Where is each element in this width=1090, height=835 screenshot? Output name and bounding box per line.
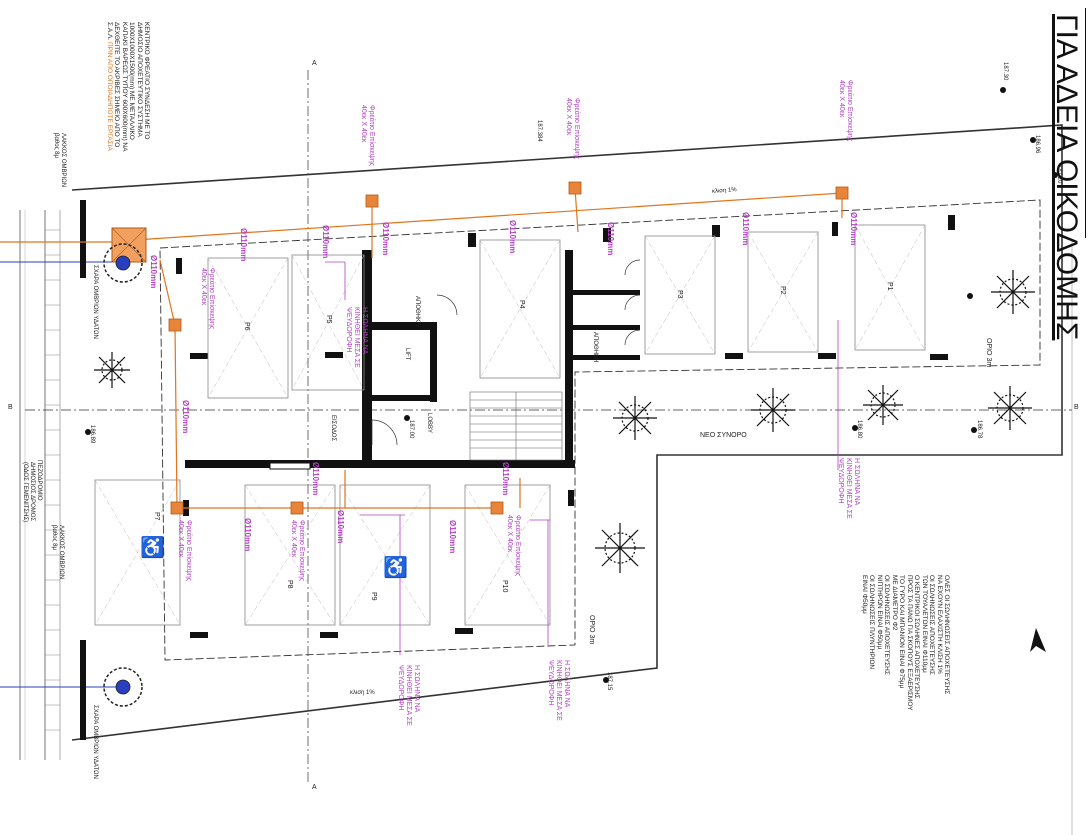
parking-label-p8: P8 <box>286 580 293 589</box>
pipe-size-label: Ø110mm <box>336 510 345 544</box>
pipe-size-label: Ø110mm <box>321 225 330 259</box>
pipe-size-label: Ø110mm <box>606 222 615 256</box>
section-label-b: B <box>8 404 13 411</box>
pipe-size-label: Ø110mm <box>501 462 510 496</box>
wheelchair-icon: ♿ <box>383 557 408 579</box>
drawing-title: ΓΙΑ ΑΔΕΙΑ ΟΙΚΟΔΟΜΗΣ <box>1050 14 1083 341</box>
pavement-label: ΠΕΖΟΔΡΟΜΙΟ <box>36 460 42 501</box>
front-wall-south <box>80 640 86 740</box>
parking-label-p5: P5 <box>325 315 332 324</box>
limit-label: ΟΡΙΟ 3m <box>588 615 595 645</box>
level-text: 187.30 <box>1002 62 1008 81</box>
entrance-label: ΕΙΣΟΔΟΣ <box>330 415 336 442</box>
drainage-pipes <box>0 187 843 509</box>
parking-label-p7: P7 <box>153 512 160 521</box>
level-text: 187.00 <box>408 420 414 439</box>
parking-label-p3: P3 <box>676 290 683 299</box>
building-walls <box>185 250 640 470</box>
general-notes: ΟΛΕΣ ΟΙ ΣΩΛΗΝΩΣΕΙΣ ΑΠΟΧΕΤΕΥΣΗΣ ΝΑ ΕΧΟΥΝ … <box>860 575 950 711</box>
level-text: 186.80 <box>856 420 862 439</box>
level-text: 187.20 <box>1056 165 1062 184</box>
annotation-leaders <box>325 261 839 655</box>
rain-inlet-label: ΣΧΑΡΑ ΟΜΒΡΙΩΝ ΥΔΑΤΩΝ <box>92 265 98 339</box>
wheelchair-icon: ♿ <box>140 537 165 559</box>
plot-boundary <box>71 124 1063 741</box>
level-text: 186.96 <box>1034 135 1040 154</box>
parking-label-p4: P4 <box>518 300 525 309</box>
section-label-a: A <box>312 60 317 67</box>
pipe-size-label: Ø110mm <box>741 212 750 246</box>
trees <box>94 270 1035 573</box>
rainwater-pits <box>103 243 143 707</box>
setback-line <box>159 199 1041 661</box>
storage-label: ΑΠΟΘΗΚΗ <box>414 296 420 327</box>
parking-label-p1: P1 <box>886 282 893 291</box>
parking-label-p9: P9 <box>370 592 377 601</box>
storage-label: ΑΠΟΘΗΚΗ <box>592 332 598 363</box>
rainwater-lines <box>0 261 120 688</box>
lift-label: LIFT <box>404 348 410 361</box>
level-text: 186.78 <box>976 420 982 439</box>
pipe-size-label: Ø110mm <box>181 400 190 434</box>
north-arrow-icon <box>1030 628 1046 652</box>
pipe-size-label: Ø110mm <box>311 462 320 496</box>
level-text: 186.89 <box>89 425 95 444</box>
pipe-size-label: Ø110mm <box>849 212 858 246</box>
pipe-size-label: Ø110mm <box>239 228 248 262</box>
level-text: 187.384 <box>536 120 542 142</box>
level-text: 187.15 <box>606 672 612 691</box>
slope-label: κλιση 1% <box>350 690 375 696</box>
staircase <box>469 391 563 461</box>
pavement-hatch <box>45 229 60 731</box>
pipe-size-label: Ø110mm <box>149 255 158 289</box>
parking-label-p2: P2 <box>779 286 786 295</box>
pipe-size-label: Ø110mm <box>508 220 517 254</box>
section-lines <box>25 70 1072 785</box>
front-wall-north <box>80 200 86 278</box>
lobby-label: LOBBY <box>426 413 432 434</box>
rain-inlet-label: ΣΧΑΡΑ ΟΜΒΡΙΩΝ ΥΔΑΤΩΝ <box>92 705 98 779</box>
manholes <box>168 181 849 515</box>
new-border-label: ΝΕΟ ΣΥΝΟΡΟ <box>700 432 747 439</box>
level-markers <box>85 87 1058 683</box>
section-label-b: B <box>1074 404 1079 411</box>
drawing-title-frame: ΓΙΑ ΑΔΕΙΑ ΟΙΚΟΔΟΜΗΣ <box>1025 8 1086 340</box>
central-manhole-note: ΚΕΝΤΡΙΚΟ ΦΡΕΑΤΙΟ ΣΥΝΔΕΣΗ ΜΕ ΤΟ ΔΗΜΟΣΙΟ Α… <box>105 22 150 152</box>
pipe-size-label: Ø110mm <box>243 518 252 552</box>
section-label-a: A <box>312 784 317 791</box>
pipe-size-label: Ø110mm <box>448 520 457 554</box>
parking-label-p6: P6 <box>243 322 250 331</box>
pipe-size-label: Ø110mm <box>381 222 390 256</box>
doors <box>371 259 641 446</box>
limit-label: ΟΡΙΟ 3m <box>985 338 992 368</box>
parking-label-p10: P10 <box>501 580 508 593</box>
road-label: ΔΗΜΟΣΙΟΣ ΔΡΟΜΟΣ(ΟΔΟΣ ΓΕΜΕΝΙΤΣΗΣ) <box>22 462 35 523</box>
parking-bays <box>94 224 926 626</box>
